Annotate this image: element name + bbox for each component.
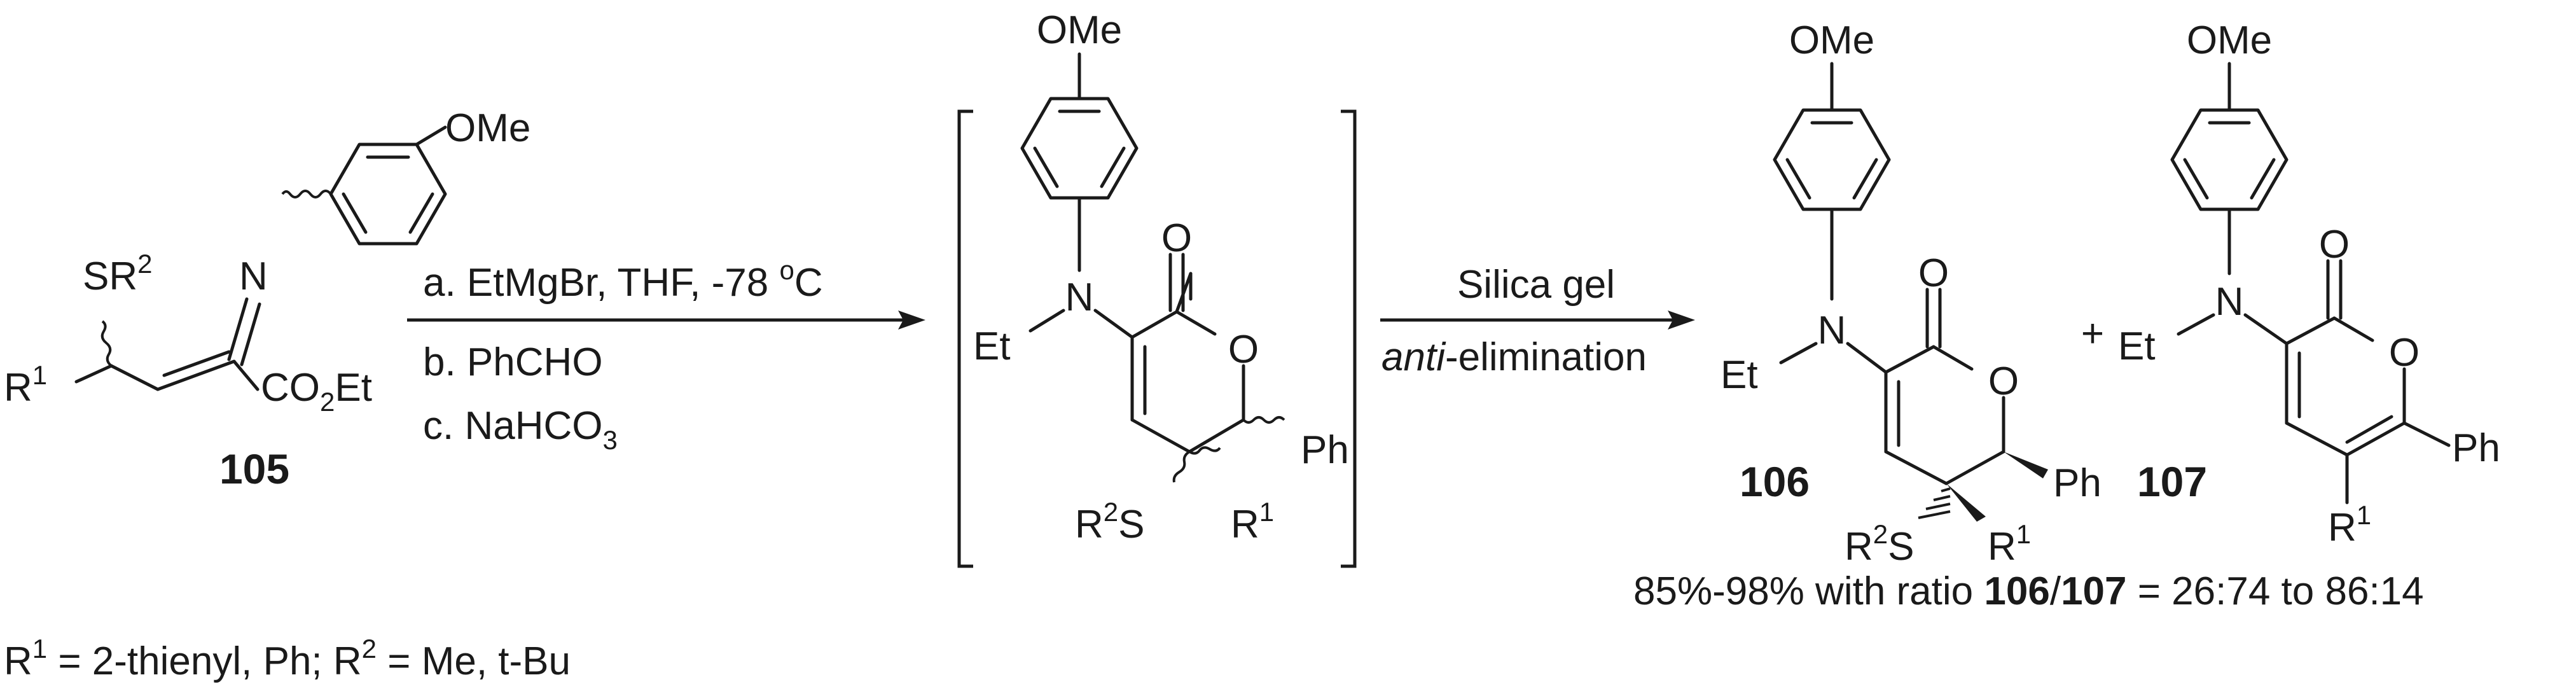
substituent-definition-note: R1 = 2-thienyl, Ph; R2 = Me, t-Bu (4, 634, 571, 683)
intermediate-n-label: N (1065, 275, 1094, 319)
step1-condition-a: a. EtMgBr, THF, -78 oC (423, 255, 823, 305)
intermediate-structure: OMe N Et O O Ph R2S R1 (957, 8, 1357, 568)
compound-107-ph-label: Ph (2452, 426, 2500, 470)
left-bracket (957, 109, 973, 568)
step1-condition-b: b. PhCHO (423, 340, 603, 384)
step2-reagent: Silica gel (1457, 263, 1615, 307)
n-label: N (239, 254, 268, 298)
compound-105-structure: OMe N SR2 R1 CO2Et 105 (4, 106, 530, 492)
step1-condition-c: c. NaHCO3 (423, 404, 618, 455)
compound-106-number: 106 (1740, 458, 1810, 505)
intermediate-sr2-label: R2S (1075, 497, 1145, 546)
compound-106-carbonyl-o-label: O (1918, 251, 1949, 295)
compound-106-structure: OMe N Et O O Ph R2S R1 106 (1721, 18, 2102, 569)
step2-mode: anti-elimination (1381, 335, 1647, 379)
compound-105-number: 105 (219, 445, 289, 492)
compound-107-number: 107 (2137, 458, 2207, 505)
step2-arrow (1380, 310, 1695, 330)
r1-label: R1 (4, 360, 47, 410)
ome-label: OMe (445, 106, 530, 150)
sr2-label: SR2 (83, 249, 153, 298)
yield-ratio-note: 85%-98% with ratio 106/107 = 26:74 to 86… (1633, 569, 2424, 613)
intermediate-ph-label: Ph (1301, 428, 1349, 472)
step1-arrow (407, 310, 925, 330)
compound-106-sr2-label: R2S (1845, 519, 1915, 569)
intermediate-ome-label: OMe (1037, 8, 1122, 52)
compound-107-n-label: N (2215, 280, 2244, 324)
plus-sign: + (2081, 312, 2104, 356)
compound-107-structure: OMe N Et O O Ph R1 107 (2118, 18, 2500, 550)
intermediate-ring-o-label: O (1228, 328, 1259, 372)
compound-106-ome-label: OMe (1789, 18, 1874, 62)
intermediate-aryl-ring (1020, 97, 1139, 200)
compound-105-aryl-ring (329, 143, 447, 246)
compound-106-aryl-ring (1773, 108, 1891, 211)
intermediate-r1-label: R1 (1231, 497, 1274, 546)
compound-106-hashed-bond (1918, 487, 1951, 519)
compound-106-ring-o-label: O (1988, 359, 2019, 403)
compound-107-carbonyl-o-label: O (2319, 223, 2350, 267)
co2et-label: CO2Et (261, 366, 372, 417)
compound-106-et-label: Et (1721, 353, 1758, 397)
intermediate-carbonyl-o-label: O (1161, 216, 1192, 260)
right-bracket (1341, 109, 1357, 568)
compound-107-ome-label: OMe (2187, 18, 2272, 62)
compound-106-n-label: N (1818, 309, 1846, 352)
compound-106-ph-label: Ph (2053, 461, 2102, 505)
compound-107-r1-label: R1 (2328, 500, 2371, 550)
compound-107-et-label: Et (2118, 324, 2156, 368)
compound-107-ring-o-label: O (2389, 331, 2420, 375)
intermediate-et-label: Et (973, 324, 1011, 368)
compound-107-aryl-ring (2170, 108, 2289, 211)
compound-106-r1-label: R1 (1988, 519, 2031, 569)
